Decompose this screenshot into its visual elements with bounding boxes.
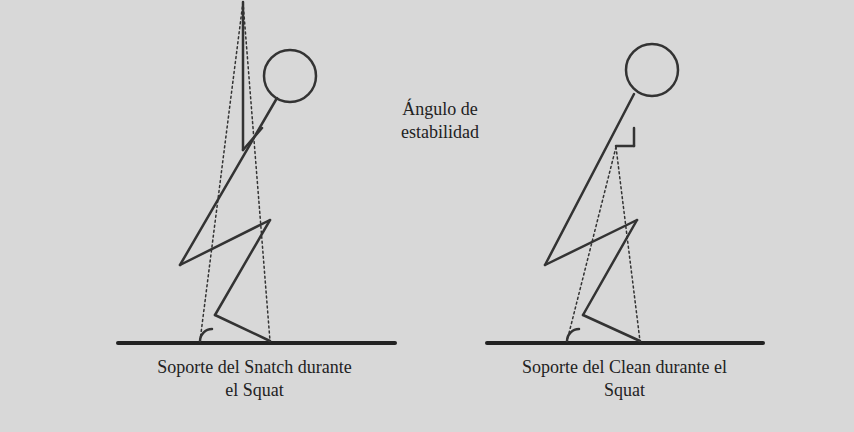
caption-snatch: Soporte del Snatch durante el Squat [152, 356, 357, 402]
snatch-figure [118, 2, 395, 343]
caption-clean: Soporte del Clean durante el Squat [522, 356, 727, 402]
angle-label: Ángulo de estabilidad [368, 98, 512, 144]
clean-figure [487, 44, 763, 343]
